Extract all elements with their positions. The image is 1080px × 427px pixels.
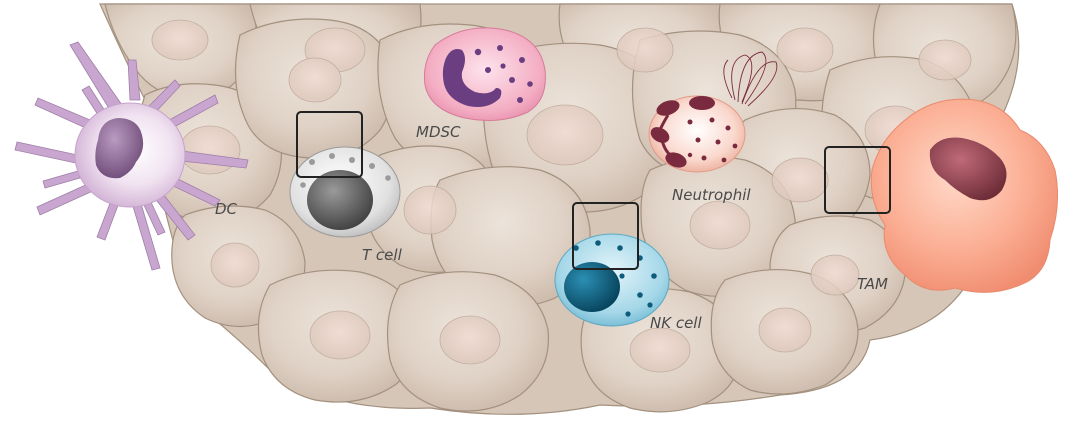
tissue-nucleus — [151, 19, 209, 61]
tissue-nucleus — [210, 242, 260, 288]
tissue-nucleus — [179, 125, 241, 175]
mdsc-nucleus — [442, 49, 502, 107]
nk-cell — [554, 233, 670, 327]
nk-cell-nucleus — [564, 262, 620, 312]
tissue-nucleus — [439, 315, 501, 365]
tissue-nucleus — [810, 254, 860, 296]
tissue-nucleus — [309, 310, 371, 360]
neutrophil-cell — [648, 51, 778, 173]
tam-body — [870, 98, 1059, 293]
nk-cell-contact-box — [572, 202, 639, 270]
tissue-nucleus — [776, 27, 834, 73]
label-tam: TAM — [857, 275, 888, 293]
tissue-nucleus — [771, 157, 829, 203]
tam-contact-box — [824, 146, 891, 214]
t-cell-nucleus — [307, 170, 373, 230]
neutrophil-net-strands — [723, 51, 778, 107]
tissue-nucleus — [758, 307, 812, 353]
dendritic-cell — [14, 41, 249, 271]
t-cell-granules — [300, 153, 391, 188]
neutrophil-granules — [687, 117, 738, 163]
mdsc-granules — [474, 45, 533, 103]
label-t-cell: T cell — [362, 246, 402, 264]
dc-nucleus — [95, 118, 144, 179]
t-cell-contact-box — [296, 111, 363, 178]
label-neutrophil: Neutrophil — [672, 186, 751, 204]
label-dc: DC — [215, 200, 238, 218]
t-cell — [289, 146, 401, 238]
tissue-nucleus — [616, 27, 674, 73]
tam-cell — [870, 98, 1059, 293]
mdsc-cell — [424, 27, 546, 121]
tissue-nucleus — [918, 39, 972, 81]
contact-boxes — [296, 111, 891, 270]
mdsc-body — [424, 27, 546, 121]
tissue-nucleus — [629, 327, 691, 373]
tissue-nucleus — [403, 185, 457, 235]
neutrophil-nucleus — [650, 96, 715, 168]
label-nk-cell: NK cell — [650, 314, 702, 332]
tissue-nucleus — [288, 57, 342, 103]
label-mdsc: MDSC — [416, 123, 461, 141]
tissue-nucleus — [689, 200, 751, 250]
tissue-nucleus — [526, 104, 604, 166]
tam-nucleus — [929, 137, 1007, 201]
nk-cell-granules — [573, 240, 657, 317]
